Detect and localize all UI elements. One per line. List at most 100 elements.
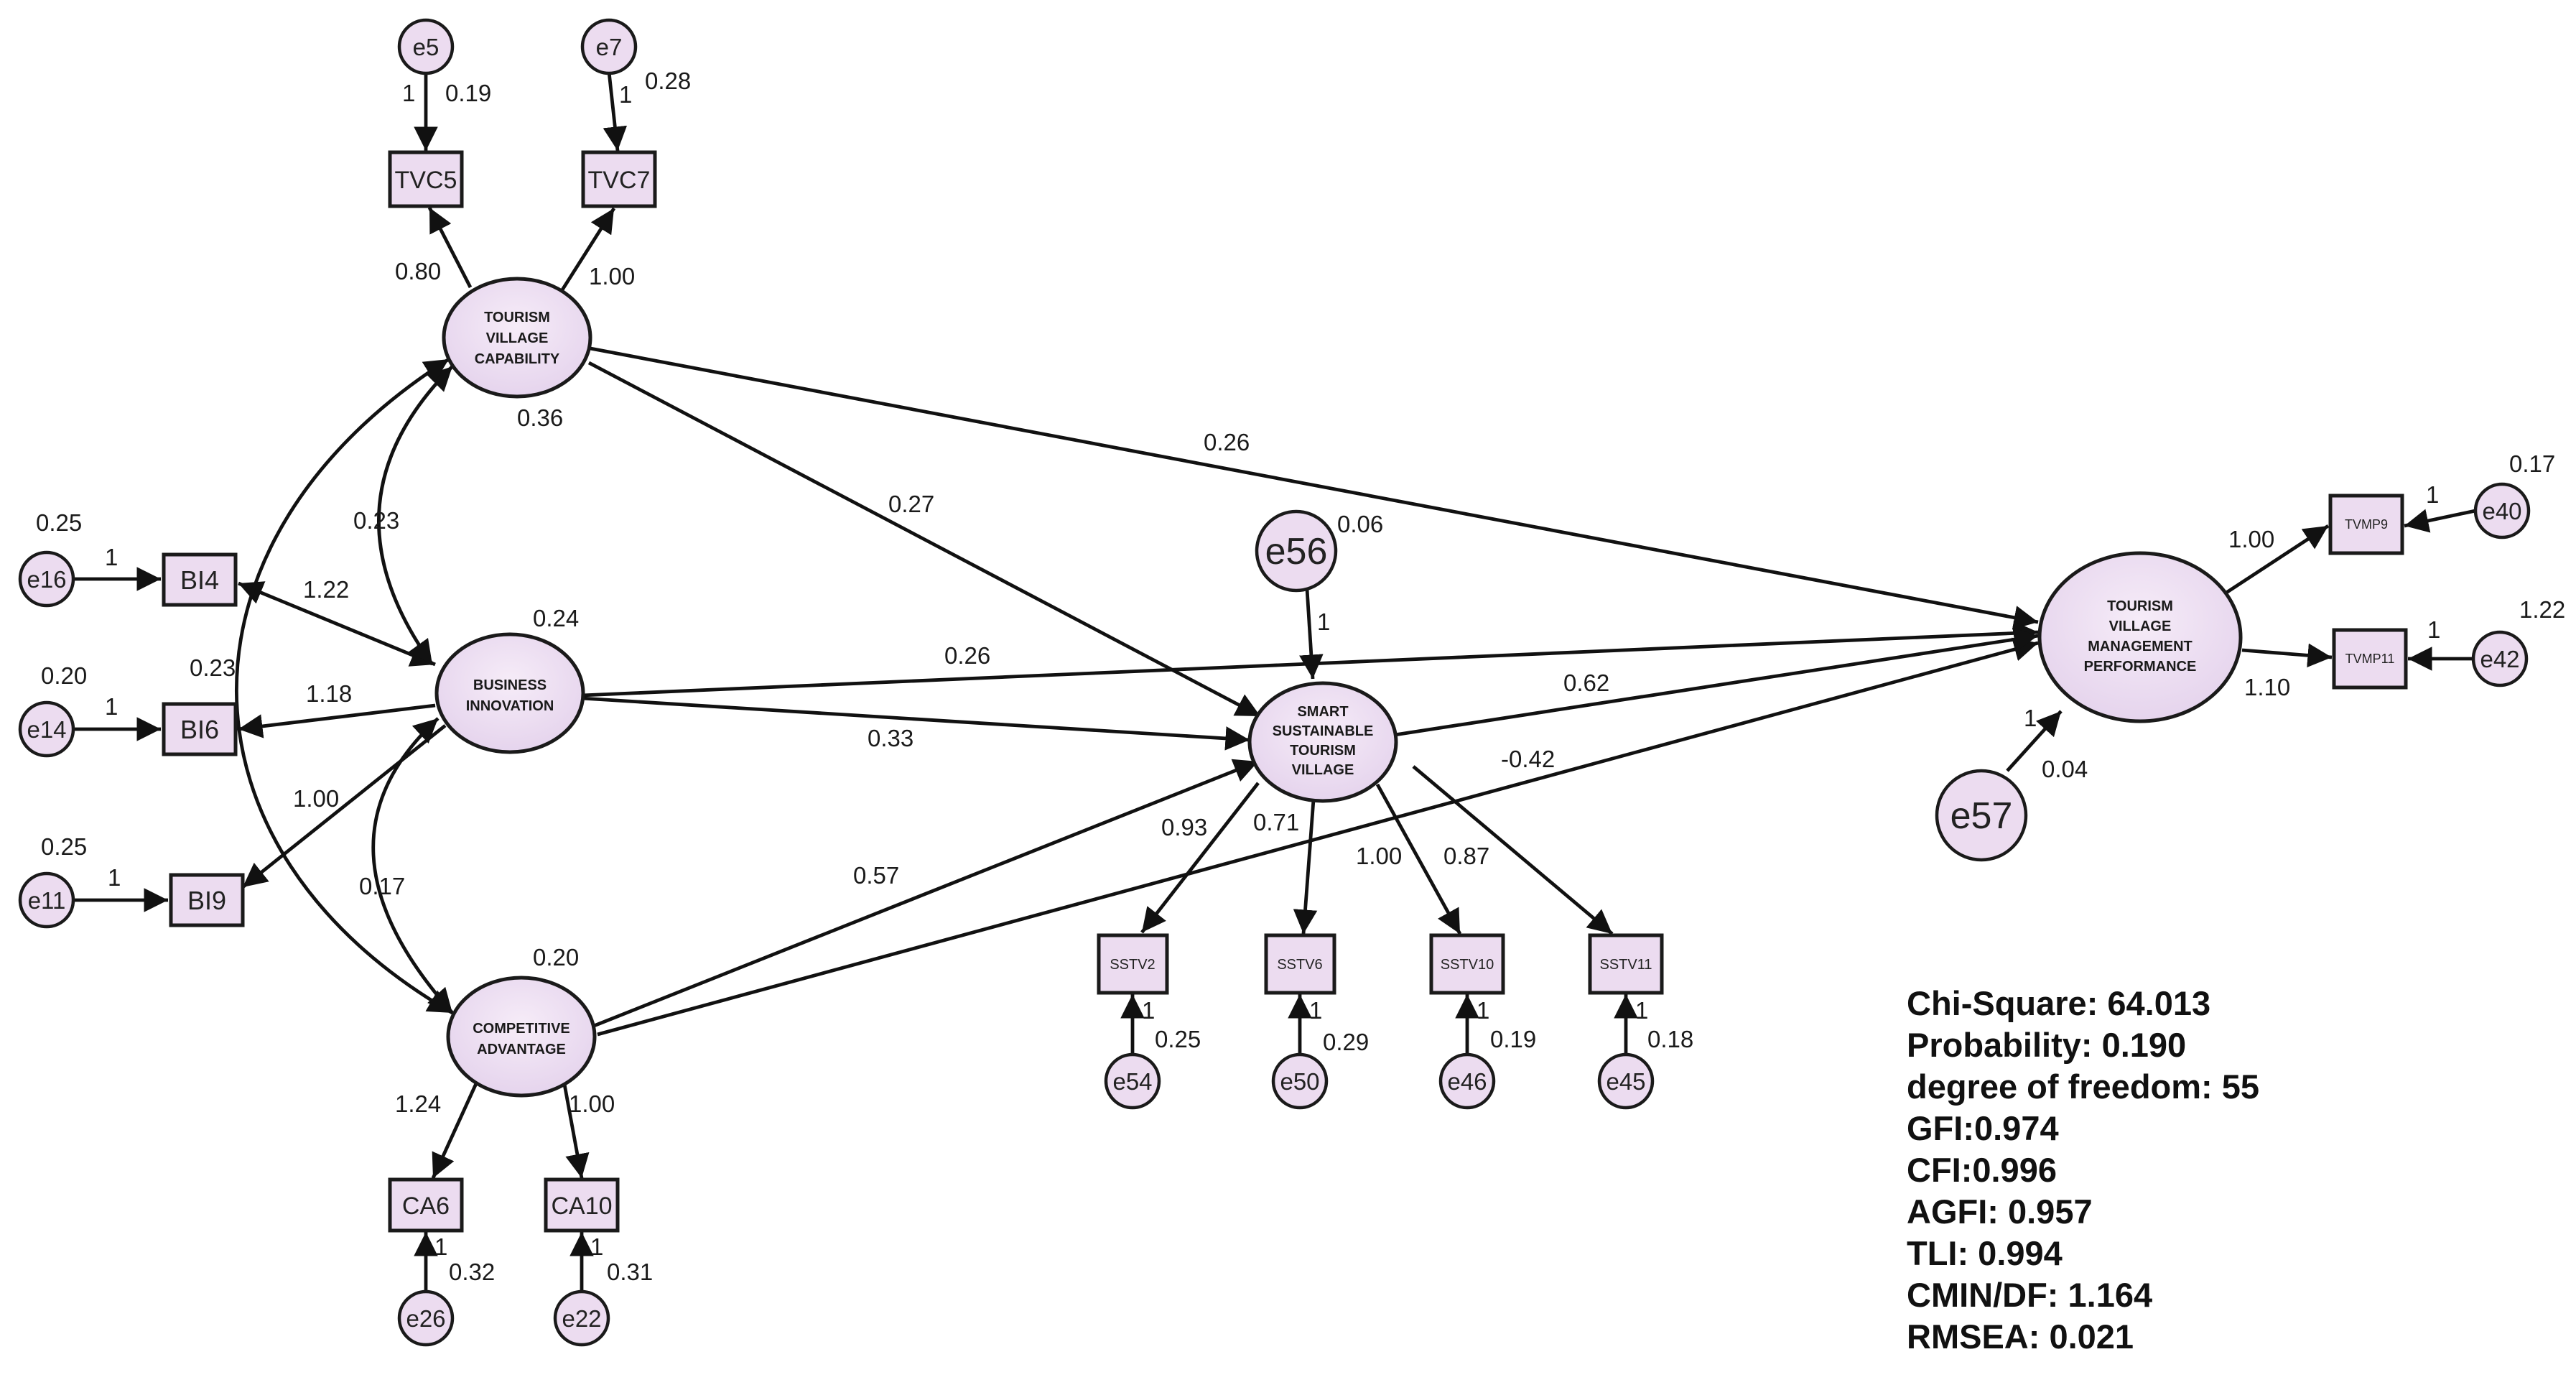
indicator-tvc7: TVC7 (581, 150, 657, 208)
path-ca-tvmp (597, 637, 2039, 1037)
fit-gfi: GFI:0.974 (1907, 1109, 2059, 1147)
estimate-label: 1 (1477, 997, 1489, 1024)
estimate-label: 1.00 (1356, 843, 1402, 869)
fit-chi-square: Chi-Square: 64.013 (1907, 984, 2211, 1022)
error-label: e11 (28, 887, 66, 914)
estimate-label: 0.20 (533, 944, 579, 971)
error-label: e7 (596, 34, 623, 60)
estimate-label: 0.26 (1204, 429, 1250, 455)
latent-label-line: VILLAGE (1292, 762, 1354, 778)
indicator-label: BI6 (180, 715, 219, 744)
path-sstv-sstv2 (1140, 782, 1260, 934)
indicator-label: BI4 (180, 565, 219, 595)
indicator-bi6: BI6 (162, 702, 238, 756)
estimate-label: 1 (105, 693, 118, 720)
error-label: e22 (562, 1305, 601, 1332)
estimate-label: 0.25 (1155, 1026, 1201, 1052)
path-tvc-tvmp (590, 346, 2039, 630)
path-ca-sstv (590, 759, 1259, 1029)
estimate-label: 0.36 (517, 404, 563, 431)
fit-agfi: AGFI: 0.957 (1907, 1192, 2093, 1231)
error-e56: e56 (1255, 509, 1338, 593)
latent-business-innovation: BUSINESS INNOVATION (434, 632, 585, 754)
latent-tourism-village-management-performance: TOURISM VILLAGE MANAGEMENT PERFORMANCE (2037, 551, 2243, 723)
estimate-label: 1.22 (2519, 596, 2565, 623)
estimate-label: 1.24 (395, 1090, 441, 1117)
indicator-label: TVC7 (588, 167, 651, 194)
latent-label-line: VILLAGE (486, 330, 549, 346)
error-e40: e40 (2473, 482, 2531, 539)
fit-tli: TLI: 0.994 (1907, 1234, 2063, 1272)
indicator-label: CA10 (551, 1192, 612, 1220)
estimate-label: 0.57 (853, 862, 899, 889)
error-label: e46 (1447, 1068, 1487, 1095)
fit-statistics: Chi-Square: 64.013 Probability: 0.190 de… (1907, 983, 2259, 1358)
estimate-label: 1 (105, 544, 118, 570)
path-bi-bi6 (238, 703, 436, 738)
estimate-label: 1 (2427, 616, 2440, 643)
cov-tvc-bi (377, 365, 454, 666)
error-label: e40 (2482, 498, 2521, 524)
indicator-tvmp11: TVMP11 (2332, 628, 2408, 690)
indicator-ca10: CA10 (544, 1177, 620, 1233)
latent-competitive-advantage: COMPETITIVE ADVANTAGE (446, 976, 597, 1098)
cov-bi-ca (371, 717, 454, 1014)
latent-label-line: SMART (1297, 704, 1348, 720)
estimate-label: -0.42 (1501, 746, 1555, 772)
error-label: e42 (2480, 646, 2519, 672)
error-label: e45 (1606, 1068, 1645, 1095)
path-sstv-sstv11 (1412, 765, 1614, 935)
indicator-label: BI9 (187, 886, 226, 915)
error-e46: e46 (1438, 1052, 1496, 1110)
indicator-tvmp9: TVMP9 (2328, 494, 2404, 555)
error-e16: e16 (18, 550, 75, 608)
estimate-label: 1.00 (2228, 526, 2274, 552)
estimate-label: 0.20 (41, 662, 87, 689)
estimate-label: 0.23 (190, 654, 236, 681)
path-ca-ca10 (560, 1072, 590, 1179)
latent-label-line: SUSTAINABLE (1273, 723, 1374, 739)
estimate-label: 1.00 (569, 1090, 615, 1117)
paths (73, 71, 2476, 1292)
indicator-label: SSTV6 (1277, 957, 1322, 973)
estimate-label: 1 (1635, 997, 1648, 1024)
estimate-label: 1 (1317, 608, 1330, 635)
fit-probability: Probability: 0.190 (1907, 1026, 2187, 1064)
path-e7-tvc7 (603, 71, 628, 152)
path-sstv-sstv6 (1293, 789, 1318, 935)
estimate-label: 0.31 (607, 1259, 653, 1285)
estimates: 1 0.19 1 0.28 0.80 1.00 0.36 0.25 1 0.20… (36, 68, 2565, 1285)
estimate-label: 0.27 (888, 491, 934, 517)
fit-degrees-of-freedom: degree of freedom: 55 (1907, 1067, 2260, 1106)
estimate-label: 0.80 (395, 258, 441, 284)
estimate-label: 0.19 (445, 80, 491, 106)
path-bi-sstv (581, 696, 1250, 751)
latent-label-line: TOURISM (2107, 598, 2173, 614)
path-tvmp-tvmp11 (2241, 643, 2333, 668)
latent-label-line: BUSINESS (473, 677, 547, 693)
estimate-label: 1 (434, 1233, 447, 1260)
estimate-label: 1 (2024, 705, 2037, 731)
estimate-label: 0.93 (1161, 814, 1207, 840)
path-tvc-tvc7 (559, 207, 616, 292)
error-e22: e22 (553, 1289, 610, 1347)
estimate-label: 0.25 (41, 833, 87, 860)
latent-tourism-village-capability: TOURISM VILLAGE CAPABILITY (442, 277, 592, 399)
error-label: e16 (27, 566, 66, 593)
latent-label-line: TOURISM (484, 310, 550, 325)
estimate-label: 1.22 (303, 576, 349, 603)
estimate-label: 0.33 (868, 725, 913, 751)
error-e5: e5 (397, 18, 455, 75)
indicator-sstv10: SSTV10 (1429, 933, 1505, 995)
fit-rmsea: RMSEA: 0.021 (1907, 1317, 2134, 1356)
error-e26: e26 (397, 1289, 455, 1347)
path-ca-ca6 (431, 1072, 483, 1179)
indicator-tvc5: TVC5 (388, 150, 464, 208)
estimate-label: 0.87 (1443, 843, 1489, 869)
estimate-label: 1.00 (589, 263, 635, 289)
path-sstv-tvmp (1394, 627, 2039, 737)
estimate-label: 1.18 (306, 680, 352, 707)
error-e7: e7 (580, 18, 638, 75)
error-e42: e42 (2471, 630, 2529, 687)
